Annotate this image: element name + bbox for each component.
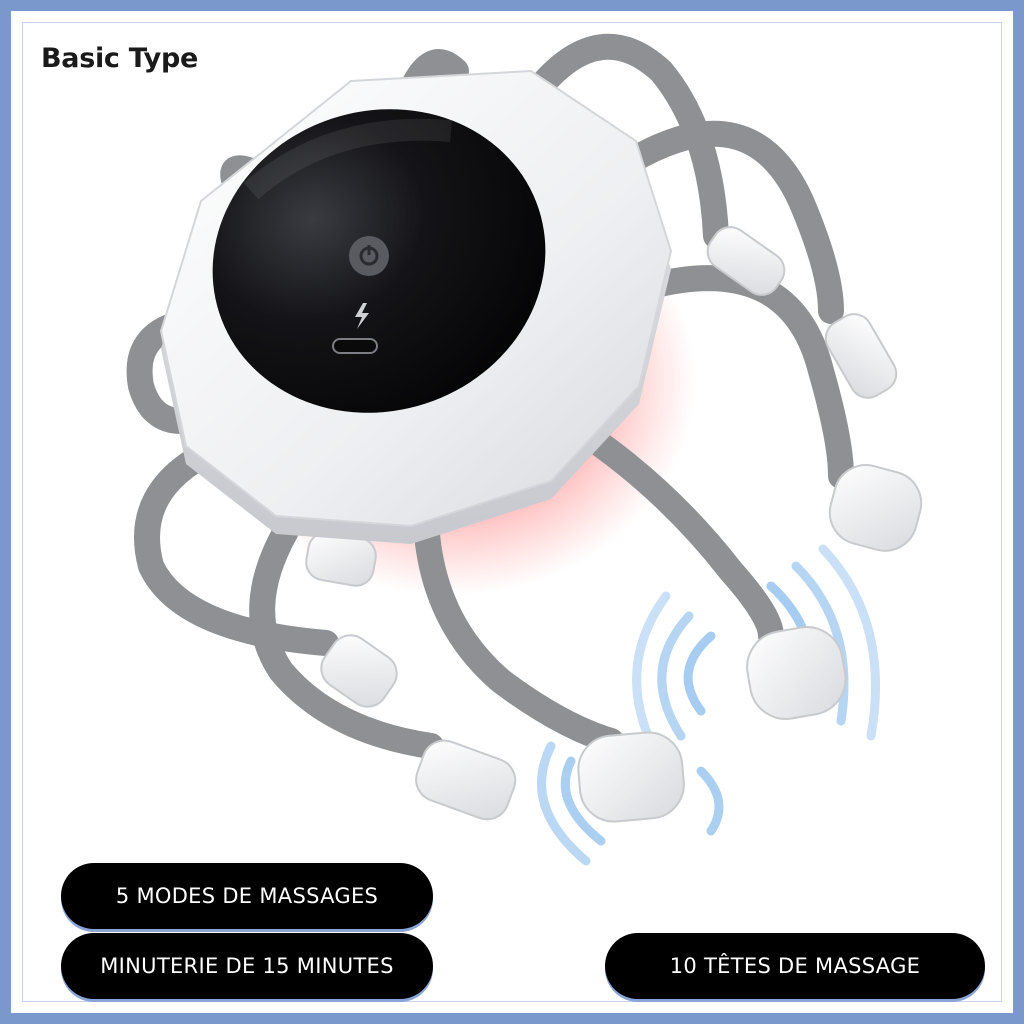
lightning-icon xyxy=(355,303,369,329)
power-icon[interactable] xyxy=(349,236,389,276)
product-type-title: Basic Type xyxy=(41,43,198,74)
feature-badge-heads: 10 TÊTES DE MASSAGE xyxy=(605,933,985,999)
feature-badge-modes: 5 MODES DE MASSAGES xyxy=(61,863,433,929)
feature-badge-timer: MINUTERIE DE 15 MINUTES xyxy=(61,933,433,999)
massage-heads xyxy=(305,226,923,823)
usb-c-port-icon xyxy=(332,338,378,354)
scalp-massager-illustration xyxy=(126,33,923,866)
vibration-waves-icon xyxy=(537,544,880,866)
